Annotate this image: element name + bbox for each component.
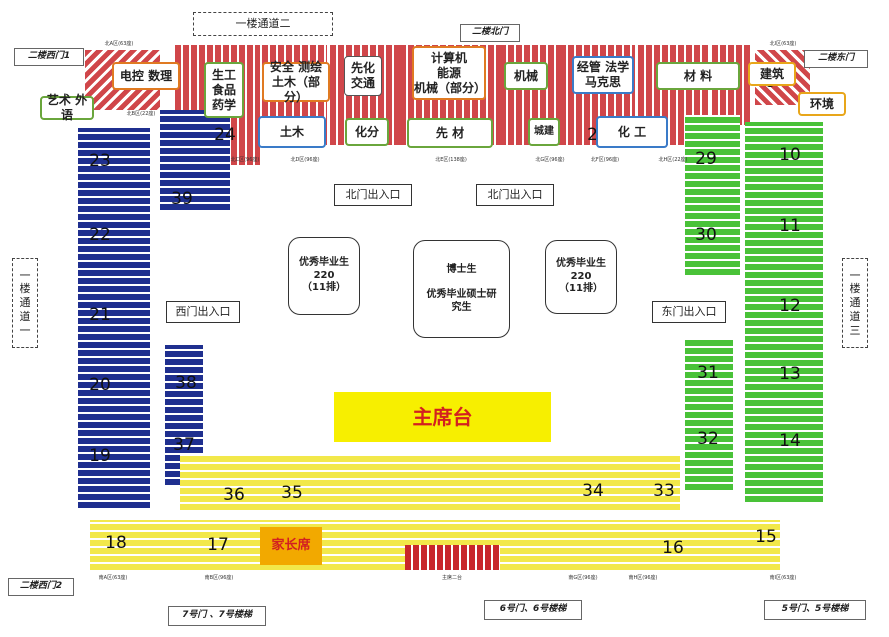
section-11[interactable]: 11 bbox=[779, 216, 801, 237]
college-art-foreign[interactable]: 艺术 外语 bbox=[40, 93, 94, 122]
section-24[interactable]: 24 bbox=[214, 125, 236, 146]
section-33[interactable]: 33 bbox=[653, 481, 675, 502]
section-20[interactable]: 20 bbox=[89, 375, 111, 396]
college-mechanical[interactable]: 机械 bbox=[504, 62, 548, 90]
section-32[interactable]: 32 bbox=[697, 429, 719, 450]
east-seating-green-3 bbox=[685, 340, 733, 490]
west-seating-blue-2 bbox=[160, 110, 230, 210]
gate-6[interactable]: 6号门、6号楼梯 bbox=[484, 600, 582, 620]
section-31[interactable]: 31 bbox=[697, 363, 719, 384]
section-10[interactable]: 10 bbox=[779, 145, 801, 166]
college-materials[interactable]: 材 料 bbox=[656, 62, 740, 90]
tiny-label-11: 主席二台 bbox=[441, 574, 462, 581]
college-electrical-math[interactable]: 电控 数理 bbox=[112, 62, 180, 90]
tiny-label-3: 北D区(96座) bbox=[290, 156, 320, 163]
section-19[interactable]: 19 bbox=[89, 446, 111, 467]
tiny-label-13: 南H区(96座) bbox=[628, 574, 658, 581]
gate-7[interactable]: 7号门 、7号楼梯 bbox=[168, 606, 266, 626]
door-north-2f[interactable]: 二楼北门 bbox=[460, 24, 520, 42]
door-west-1[interactable]: 二楼西门1 bbox=[14, 48, 84, 66]
center-area-doctoral[interactable]: 博士生 优秀毕业硕士研 究生 bbox=[413, 240, 510, 338]
tiny-label-12: 南G区(96座) bbox=[568, 574, 598, 581]
tiny-label-8: 北I区(63座) bbox=[769, 40, 797, 47]
stage: 主席台 bbox=[334, 392, 551, 442]
door-east-2f[interactable]: 二楼东门 bbox=[804, 50, 868, 68]
section-13[interactable]: 13 bbox=[779, 364, 801, 385]
parent-seating[interactable]: 家长席 bbox=[260, 527, 322, 565]
college-environment[interactable]: 环境 bbox=[798, 92, 846, 116]
corridor-three[interactable]: 一 楼 通 道 三 bbox=[842, 258, 868, 348]
college-advanced-mat[interactable]: 先 材 bbox=[407, 118, 493, 148]
section-38[interactable]: 38 bbox=[175, 373, 197, 394]
college-architecture[interactable]: 建筑 bbox=[748, 62, 796, 86]
college-urban-build[interactable]: 城建 bbox=[528, 118, 560, 146]
section-12[interactable]: 12 bbox=[779, 296, 801, 317]
section-15[interactable]: 15 bbox=[755, 527, 777, 548]
college-safety-survey[interactable]: 安全 测绘 土木（部分） bbox=[262, 60, 330, 104]
section-37[interactable]: 37 bbox=[173, 435, 195, 456]
tiny-label-2: 北C区(96座) bbox=[230, 156, 260, 163]
section-22[interactable]: 22 bbox=[89, 225, 111, 246]
college-bio-food-pharm[interactable]: 生工 食品 药学 bbox=[204, 62, 244, 118]
tiny-label-14: 南I区(63座) bbox=[769, 574, 797, 581]
tiny-label-1: 北B区(22座) bbox=[126, 110, 156, 117]
college-chem-traffic[interactable]: 先化 交通 bbox=[344, 56, 382, 96]
tiny-label-5: 北F区(96座) bbox=[590, 156, 620, 163]
tiny-label-0: 北A区(63座) bbox=[104, 40, 134, 47]
entrance-north-1[interactable]: 北门出入口 bbox=[334, 184, 412, 206]
corridor-one[interactable]: 一 楼 通 道 一 bbox=[12, 258, 38, 348]
gate-5[interactable]: 5号门、5号楼梯 bbox=[764, 600, 866, 620]
corridor-two[interactable]: 一楼通道二 bbox=[193, 12, 333, 36]
college-chemical-eng[interactable]: 化 工 bbox=[596, 116, 668, 148]
college-mgmt-law-marx[interactable]: 经管 法学 马克思 bbox=[572, 56, 634, 94]
south-seating-yellow-3 bbox=[560, 455, 680, 510]
section-18[interactable]: 18 bbox=[105, 533, 127, 554]
section-30[interactable]: 30 bbox=[695, 225, 717, 246]
east-seating-green-2 bbox=[685, 115, 740, 275]
south-seating-yellow-2 bbox=[330, 455, 560, 510]
center-area-excellent-left[interactable]: 优秀毕业生 220 （11排） bbox=[288, 237, 360, 315]
tiny-label-4: 北E区(138座) bbox=[435, 156, 467, 163]
section-23[interactable]: 23 bbox=[89, 151, 111, 172]
center-area-excellent-right[interactable]: 优秀毕业生 220 （11排） bbox=[545, 240, 617, 314]
section-39[interactable]: 39 bbox=[171, 189, 193, 210]
section-16[interactable]: 16 bbox=[662, 538, 684, 559]
entrance-east[interactable]: 东门出入口 bbox=[652, 301, 726, 323]
college-civil[interactable]: 土木 bbox=[258, 116, 326, 148]
east-seating-green-1 bbox=[745, 122, 823, 502]
section-36[interactable]: 36 bbox=[223, 485, 245, 506]
door-west-2[interactable]: 二楼西门2 bbox=[8, 578, 74, 596]
entrance-west[interactable]: 西门出入口 bbox=[166, 301, 240, 323]
tiny-label-7: 北H区(22座) bbox=[658, 156, 688, 163]
college-chem-analysis[interactable]: 化分 bbox=[345, 118, 389, 146]
section-34[interactable]: 34 bbox=[582, 481, 604, 502]
south-seating-red-center bbox=[405, 545, 500, 570]
section-17[interactable]: 17 bbox=[207, 535, 229, 556]
tiny-label-10: 南B区(96座) bbox=[204, 574, 234, 581]
entrance-north-2[interactable]: 北门出入口 bbox=[476, 184, 554, 206]
tiny-label-9: 南A区(63座) bbox=[98, 574, 128, 581]
south-seating-yellow-1 bbox=[180, 455, 330, 510]
college-cs-energy-mech[interactable]: 计算机 能源 机械（部分） bbox=[412, 46, 486, 100]
tiny-label-6: 北G区(96座) bbox=[535, 156, 565, 163]
section-35[interactable]: 35 bbox=[281, 483, 303, 504]
section-29[interactable]: 29 bbox=[695, 149, 717, 170]
section-21[interactable]: 21 bbox=[89, 305, 111, 326]
section-14[interactable]: 14 bbox=[779, 431, 801, 452]
west-seating-blue-1 bbox=[78, 128, 150, 508]
